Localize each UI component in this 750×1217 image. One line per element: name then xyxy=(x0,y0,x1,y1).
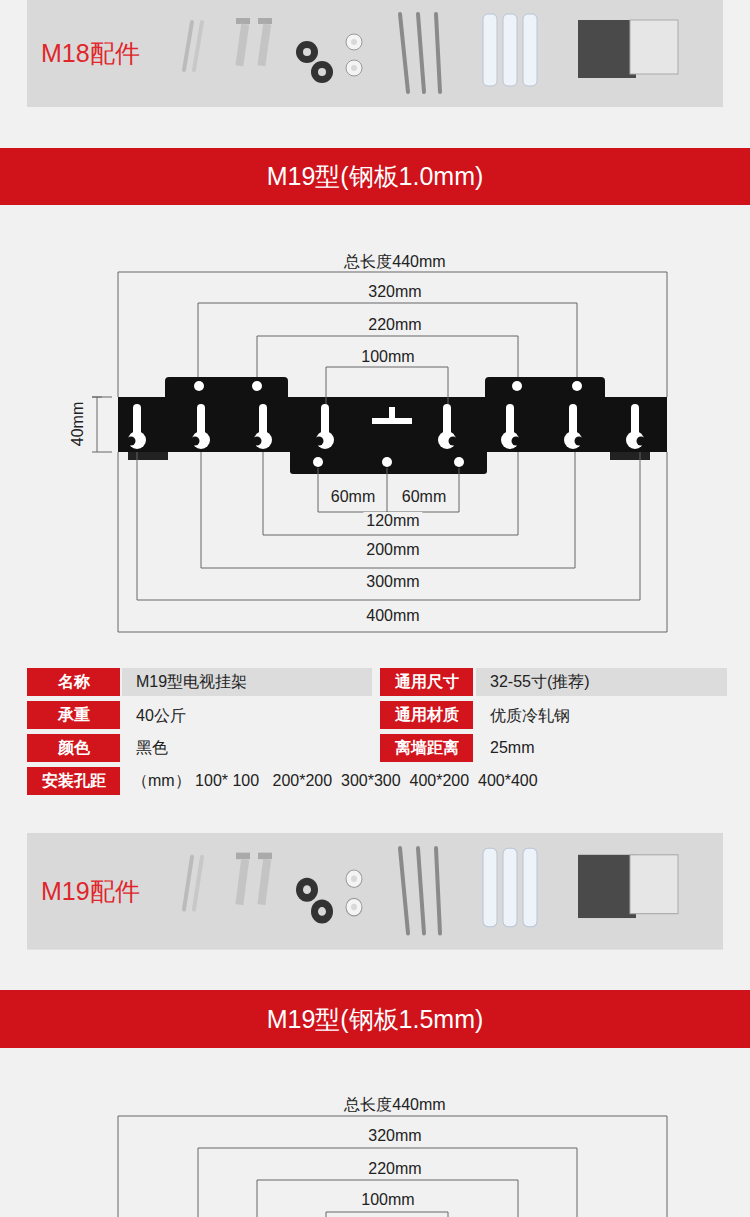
dimension-label: 40mm xyxy=(69,399,87,449)
dimension-label: 320mm xyxy=(365,1127,424,1145)
table-value: 40公斤 xyxy=(136,707,186,725)
node-text: M19配件 xyxy=(41,875,140,908)
dimension-label: 100mm xyxy=(358,1191,417,1209)
dimension-label: 200mm xyxy=(363,541,422,559)
node-text: 颜色 xyxy=(58,738,90,759)
dimension-label: 400mm xyxy=(363,607,422,625)
model-band: M19型(钢板1.5mm) xyxy=(0,990,750,1048)
node-text: 离墙距离 xyxy=(395,738,459,759)
node-text: M19型(钢板1.0mm) xyxy=(267,160,484,193)
dimension-label: 220mm xyxy=(365,1160,424,1178)
node-text: 32-55寸(推荐) xyxy=(490,672,590,693)
dimension-label: 总长度440mm xyxy=(341,1096,448,1114)
dimension-label: 100mm xyxy=(358,348,417,366)
table-header: 通用尺寸 xyxy=(380,668,473,696)
table-header: 离墙距离 xyxy=(380,734,473,762)
model-band: M19型(钢板1.0mm) xyxy=(0,148,750,205)
node-text: M18配件 xyxy=(41,37,140,70)
accessory-panel: M18配件 xyxy=(27,0,723,107)
node-text: 名称 xyxy=(58,672,90,693)
table-header: 安装孔距 xyxy=(27,767,120,795)
table-value: 黑色 xyxy=(136,739,168,757)
dimension-label: 60mm xyxy=(328,488,378,506)
node-text: 通用尺寸 xyxy=(395,672,459,693)
table-header: 承重 xyxy=(27,701,120,729)
table-cell: 32-55寸(推荐) xyxy=(476,668,727,696)
node-text: M19型(钢板1.5mm) xyxy=(267,1003,484,1036)
table-header: 颜色 xyxy=(27,734,120,762)
accessory-panel: M19配件 xyxy=(27,833,723,950)
table-value: 25mm xyxy=(490,739,534,757)
node-text: M19型电视挂架 xyxy=(136,672,247,693)
node-text: 承重 xyxy=(58,705,90,726)
table-value: 优质冷轧钢 xyxy=(490,707,570,725)
table-value: （mm） 100* 100 200*200 300*300 400*200 40… xyxy=(132,772,538,790)
node-text: 安装孔距 xyxy=(42,771,106,792)
table-header: 通用材质 xyxy=(380,701,473,729)
dimension-label: 220mm xyxy=(365,316,424,334)
table-cell: M19型电视挂架 xyxy=(122,668,372,696)
node-text: 通用材质 xyxy=(395,705,459,726)
dimension-label: 120mm xyxy=(363,512,422,530)
dimension-label: 60mm xyxy=(399,488,449,506)
table-header: 名称 xyxy=(27,668,120,696)
dimension-label: 总长度440mm xyxy=(341,253,448,271)
dimension-label: 320mm xyxy=(365,283,424,301)
dimension-label: 300mm xyxy=(363,573,422,591)
